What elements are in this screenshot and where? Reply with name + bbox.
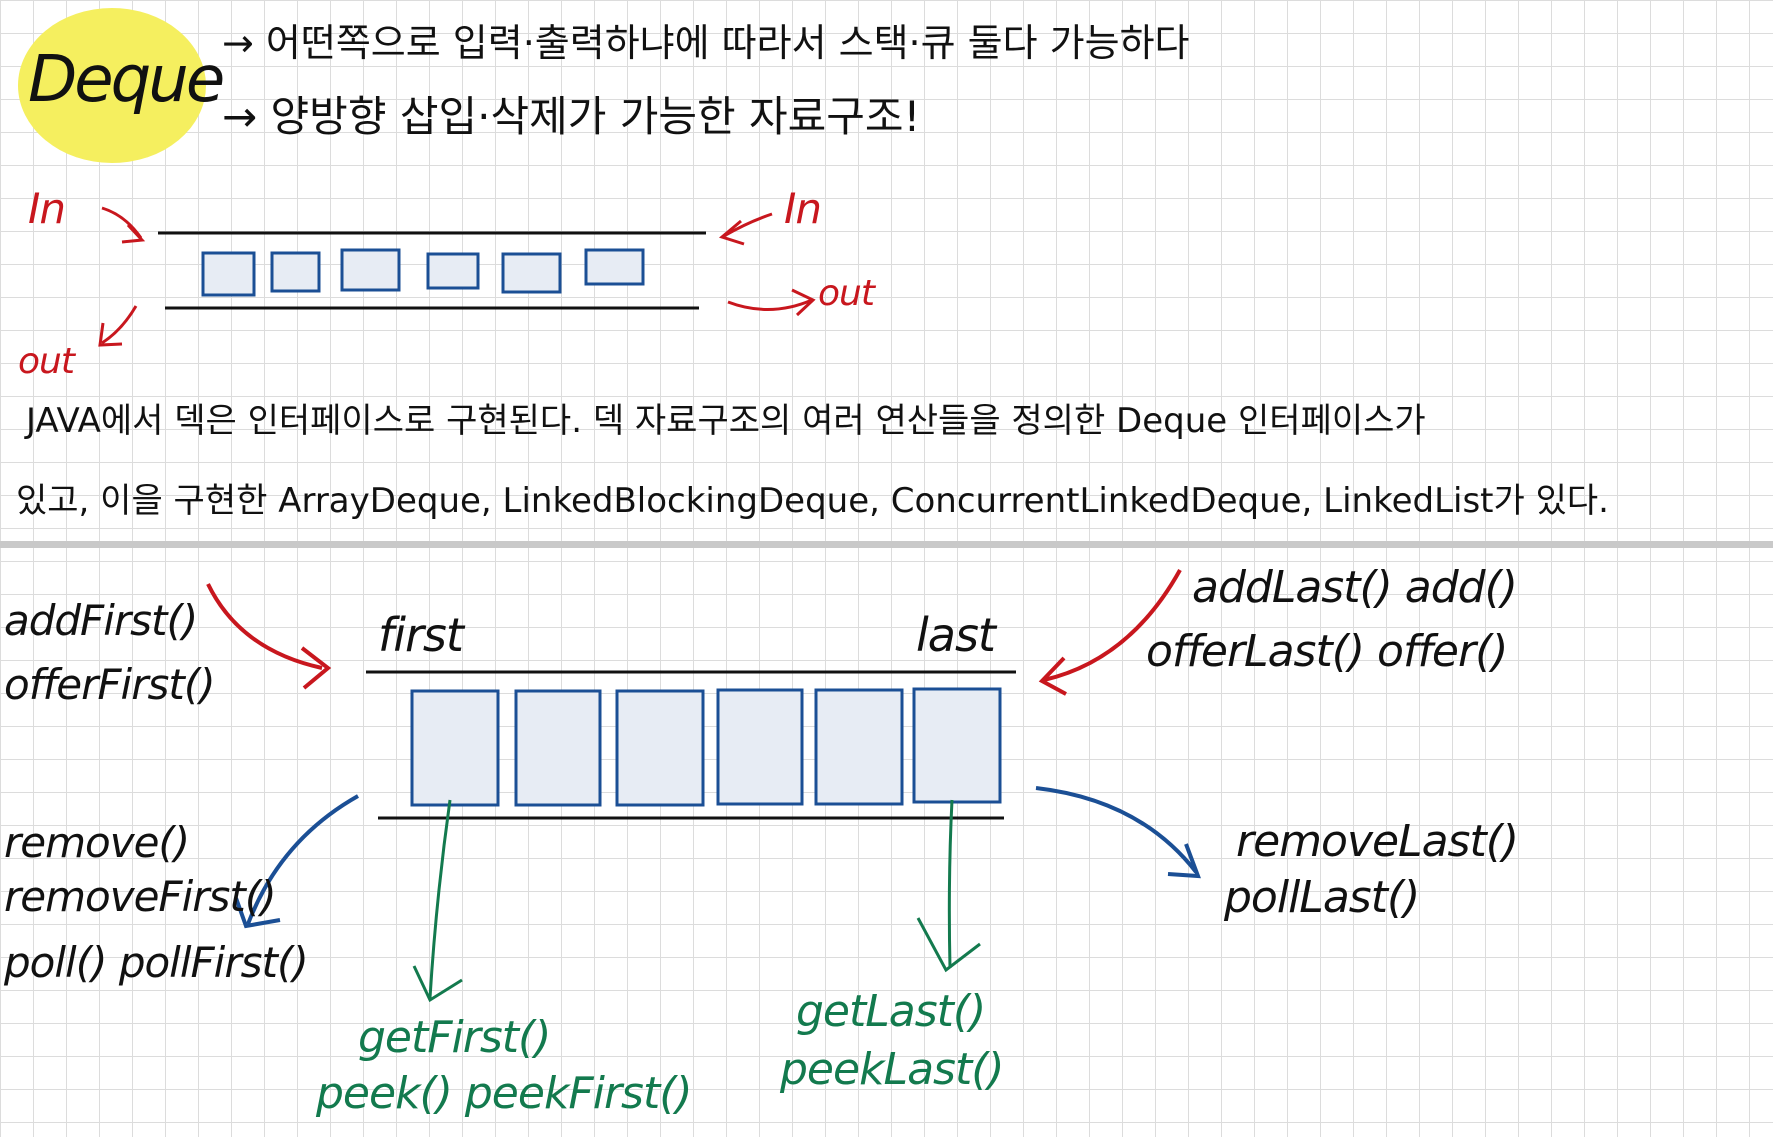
main-deque-box	[615, 689, 705, 807]
first-label: first	[378, 608, 464, 662]
main-deque-box	[514, 689, 602, 807]
top-deque-box	[201, 251, 256, 297]
top-deque-box	[584, 248, 645, 286]
add-last-arrowhead	[1038, 656, 1067, 696]
poll-methods: poll() pollFirst()	[4, 938, 309, 987]
top-deque-box	[340, 248, 401, 292]
in-right-label: In	[784, 184, 822, 233]
get-last-method: getLast()	[796, 986, 986, 1037]
add-first-method: addFirst()	[4, 596, 198, 645]
peek-last-arrowhead	[916, 917, 981, 973]
out-right-arrow	[727, 298, 813, 311]
top-deque-box	[426, 252, 480, 290]
remove-last-method: removeLast()	[1236, 816, 1519, 867]
top-deque-box	[270, 251, 321, 293]
add-last-methods: addLast() add()	[1192, 562, 1518, 613]
remove-method: remove()	[4, 818, 190, 867]
in-left-arrowhead	[121, 223, 146, 244]
title: Deque	[28, 43, 225, 117]
remove-first-arrowhead	[234, 897, 281, 929]
main-deque-box	[912, 687, 1002, 804]
peek-first-arrow	[428, 799, 452, 999]
peek-first-arrowhead	[412, 965, 463, 1003]
out-left-arrowhead	[98, 322, 123, 347]
last-label: last	[916, 608, 996, 662]
intro-line-2: → 양방향 삽입·삭제가 가능한 자료구조!	[222, 92, 921, 141]
peek-last-method: peekLast()	[780, 1044, 1005, 1095]
description-line-2: 있고, 이을 구현한 ArrayDeque, LinkedBlockingDeq…	[16, 481, 1609, 521]
out-left-label: out	[18, 341, 75, 382]
section-divider	[0, 541, 1773, 548]
remove-last-arrowhead	[1167, 843, 1201, 879]
in-left-label: In	[28, 184, 66, 233]
peek-last-arrow	[947, 799, 954, 969]
out-right-label: out	[818, 273, 875, 314]
remove-first-arrow	[246, 794, 359, 925]
description-line-1: JAVA에서 덱은 인터페이스로 구현된다. 덱 자료구조의 여러 연산들을 정…	[26, 401, 1426, 441]
get-first-method: getFirst()	[358, 1012, 551, 1063]
add-first-arrow	[206, 583, 323, 670]
main-deque-box	[410, 689, 500, 807]
add-last-arrow	[1043, 569, 1182, 682]
main-deque-box	[716, 688, 804, 806]
peek-first-methods: peek() peekFirst()	[316, 1068, 693, 1119]
offer-last-methods: offerLast() offer()	[1146, 626, 1508, 677]
add-first-arrowhead	[300, 646, 332, 690]
out-right-arrowhead	[791, 288, 816, 317]
remove-last-arrow	[1035, 786, 1198, 874]
top-deque-box	[501, 252, 562, 294]
out-left-arrow	[101, 305, 138, 345]
poll-last-method: pollLast()	[1224, 872, 1420, 923]
remove-first-method: removeFirst()	[4, 872, 277, 921]
in-right-arrowhead	[718, 219, 745, 246]
main-deque-box	[814, 688, 904, 806]
offer-first-method: offerFirst()	[4, 660, 216, 709]
intro-line-1: → 어떤쪽으로 입력·출력하냐에 따라서 스택·큐 둘다 가능하다	[222, 21, 1190, 65]
title-highlight	[18, 8, 206, 163]
